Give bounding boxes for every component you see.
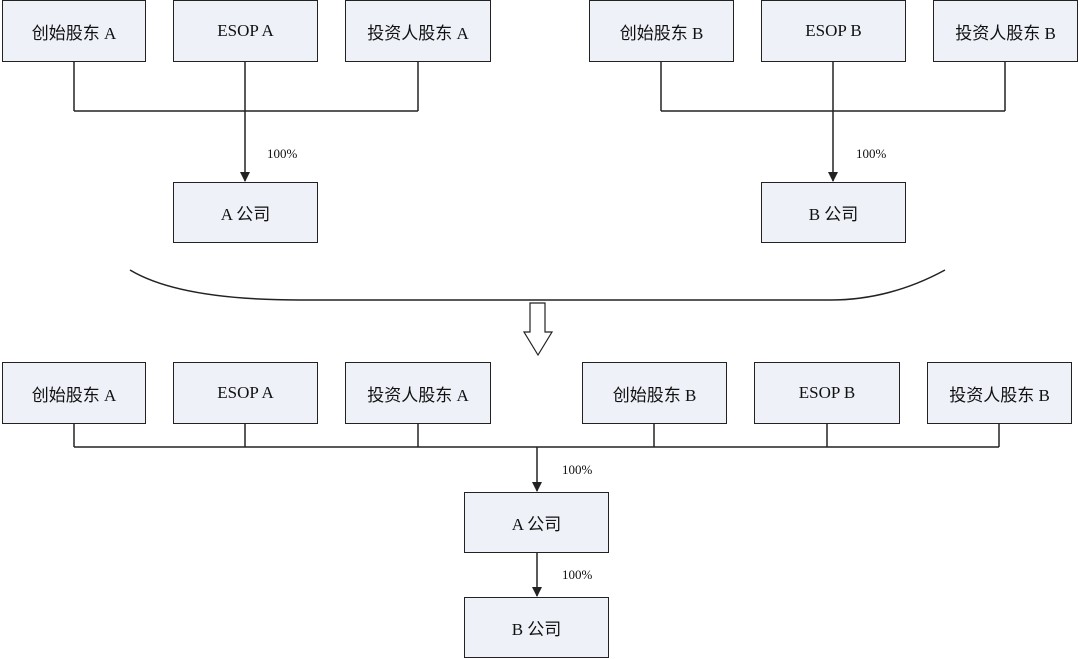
group-a-connectors <box>73 62 419 182</box>
after-connectors <box>73 424 1000 597</box>
investor-b-box: 投资人股东 B <box>933 0 1078 62</box>
after-investor-a-box: 投资人股东 A <box>345 362 491 424</box>
company-b-box: B 公司 <box>761 182 906 243</box>
after-subsidiary-ownership-label: 100% <box>562 567 593 582</box>
after-esop-b-label: ESOP B <box>798 383 856 402</box>
after-esop-a-box: ESOP A <box>173 362 318 424</box>
company-a-box: A 公司 <box>173 182 318 243</box>
after-investor-a-label: 投资人股东 A <box>367 385 469 405</box>
investor-a-label: 投资人股东 A <box>367 23 469 43</box>
after-company-b-label: B 公司 <box>511 620 562 639</box>
group-b-connectors <box>660 62 1006 182</box>
after-investor-b-box: 投资人股东 B <box>927 362 1072 424</box>
esop-b-box: ESOP B <box>761 0 906 62</box>
after-company-b-box: B 公司 <box>464 597 609 658</box>
after-company-a-label: A 公司 <box>511 515 562 534</box>
ownership-b-label: 100% <box>856 146 887 161</box>
company-b-label: B 公司 <box>808 205 859 224</box>
after-founder-a-box: 创始股东 A <box>2 362 146 424</box>
founder-a-box: 创始股东 A <box>2 0 146 62</box>
founder-a-label: 创始股东 A <box>31 23 117 43</box>
after-investor-b-label: 投资人股东 B <box>949 385 1050 405</box>
hollow-down-arrow <box>522 302 554 357</box>
investor-a-box: 投资人股东 A <box>345 0 491 62</box>
after-founder-b-box: 创始股东 B <box>582 362 727 424</box>
after-founder-a-label: 创始股东 A <box>31 385 117 405</box>
founder-b-box: 创始股东 B <box>589 0 734 62</box>
founder-b-label: 创始股东 B <box>619 23 704 43</box>
esop-a-box: ESOP A <box>173 0 318 62</box>
investor-b-label: 投资人股东 B <box>955 23 1056 43</box>
ownership-a-label: 100% <box>267 146 298 161</box>
esop-a-label: ESOP A <box>217 21 274 40</box>
esop-b-label: ESOP B <box>805 21 862 40</box>
after-esop-b-box: ESOP B <box>754 362 900 424</box>
after-parent-ownership-label: 100% <box>562 462 593 477</box>
after-founder-b-label: 创始股东 B <box>612 385 697 405</box>
company-a-label: A 公司 <box>220 205 271 224</box>
after-esop-a-label: ESOP A <box>217 383 274 402</box>
merge-brace <box>129 269 946 301</box>
after-company-a-box: A 公司 <box>464 492 609 553</box>
